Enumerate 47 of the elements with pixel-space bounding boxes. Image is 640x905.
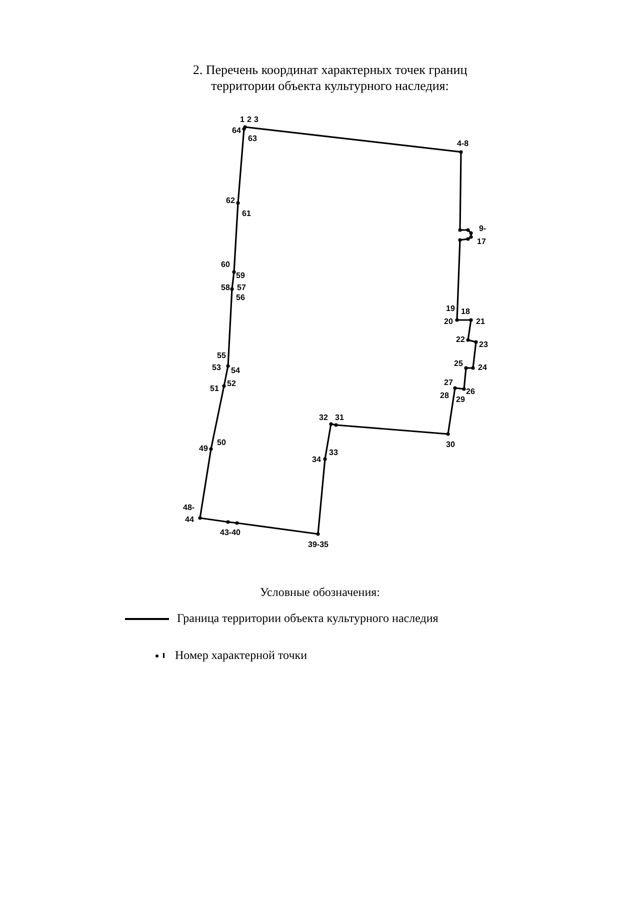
point-number: 50 bbox=[217, 438, 226, 448]
point-number: 61 bbox=[242, 209, 251, 219]
point-number: 62 bbox=[226, 196, 235, 206]
point-number: 51 bbox=[210, 384, 219, 394]
point-number: 64 bbox=[232, 126, 241, 136]
point-number: 22 bbox=[456, 335, 465, 345]
legend-text: Номер характерной точки bbox=[175, 648, 307, 663]
point-number: 52 bbox=[227, 379, 236, 389]
point-number: 33 bbox=[329, 448, 338, 458]
point-number: 55 bbox=[217, 351, 226, 361]
point-number: 27 bbox=[444, 378, 453, 388]
point-number: 4-8 bbox=[457, 139, 469, 149]
point-number: 54 bbox=[231, 366, 240, 376]
point-number: 2 bbox=[247, 115, 252, 125]
point-number: 23 bbox=[479, 340, 488, 350]
legend-heading: Условные обозначения: bbox=[258, 585, 382, 600]
point-number: 25 bbox=[454, 359, 463, 369]
point-number: 34 bbox=[312, 455, 321, 465]
point-number: 3 bbox=[254, 115, 258, 125]
point-number: 9- bbox=[479, 224, 486, 234]
point-number: 21 bbox=[476, 317, 485, 327]
point-number: 57 bbox=[237, 283, 246, 293]
point-number: 48- bbox=[183, 503, 195, 513]
title: 2. Перечень координат характерных точек границ территории объекта культурного наследия: bbox=[192, 62, 468, 94]
point-number: 24 bbox=[478, 363, 487, 373]
point-number: 26 bbox=[466, 387, 475, 397]
point-number: 29 bbox=[456, 395, 465, 405]
point-number: 18 bbox=[461, 307, 470, 317]
point-number: 31 bbox=[335, 413, 344, 423]
point-number: 43-40 bbox=[220, 528, 240, 538]
point-number: 19 bbox=[446, 304, 455, 314]
point-number: 32 bbox=[319, 413, 328, 423]
point-number: 30 bbox=[446, 440, 455, 450]
point-number: 49 bbox=[199, 444, 208, 454]
point-number: 44 bbox=[185, 515, 194, 525]
point-number: 1 bbox=[240, 115, 244, 125]
point-number: 63 bbox=[248, 134, 257, 144]
point-number: 20 bbox=[444, 317, 453, 327]
legend-text: Граница территории объекта культурного наследия bbox=[177, 611, 438, 626]
point-number: 59 bbox=[236, 271, 245, 281]
point-number: 39-35 bbox=[308, 540, 328, 550]
point-number: 58 bbox=[221, 283, 230, 293]
point-number: 17 bbox=[477, 237, 486, 247]
point-number: 60 bbox=[221, 260, 230, 270]
point-number: 53 bbox=[212, 363, 221, 373]
point-number: 28 bbox=[440, 391, 449, 401]
point-number: 56 bbox=[236, 293, 245, 303]
